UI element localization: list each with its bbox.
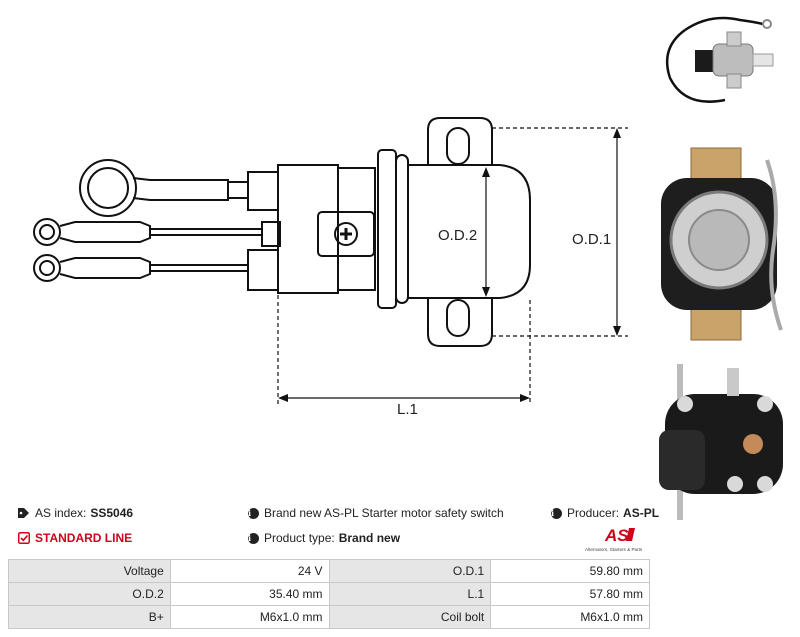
technical-drawing: O.D.1 O.D.2 L.1	[33, 117, 628, 418]
dim-od1-label: O.D.1	[572, 231, 611, 248]
spec-value: 35.40 mm	[169, 582, 330, 606]
producer-row: i Producer: AS-PL	[551, 506, 659, 520]
brand-logo: AS Alternators, Starters & Parts	[585, 526, 643, 552]
spec-value: 57.80 mm	[490, 582, 650, 606]
product-type-label: Product type:	[264, 531, 335, 545]
spec-label: O.D.2	[8, 582, 171, 606]
spec-value: M6x1.0 mm	[490, 605, 650, 629]
checkbox-icon	[18, 532, 30, 544]
logo-tagline: Alternators, Starters & Parts	[585, 547, 643, 552]
standard-line-row: STANDARD LINE	[18, 531, 132, 545]
spec-value: 24 V	[169, 559, 330, 583]
product-type-value: Brand new	[338, 531, 401, 545]
spec-label: Coil bolt	[328, 605, 492, 629]
dim-l1-label: L.1	[397, 401, 418, 418]
spec-label: L.1	[328, 582, 492, 606]
table-row: Voltage 24 V O.D.1 59.80 mm	[8, 559, 650, 583]
product-photo-front	[661, 147, 783, 341]
product-description: Brand new AS-PL Starter motor safety swi…	[264, 506, 504, 520]
logo-mark: AS	[604, 526, 629, 545]
spec-value: M6x1.0 mm	[169, 605, 330, 629]
dim-od2-label: O.D.2	[438, 227, 477, 244]
product-type-row: i Product type: Brand new	[248, 531, 400, 545]
info-icon: i	[248, 532, 259, 544]
product-photo-terminals	[659, 364, 783, 520]
spec-value: 59.80 mm	[490, 559, 650, 583]
tag-icon	[18, 508, 29, 518]
producer-value: AS-PL	[623, 506, 660, 520]
table-row: O.D.2 35.40 mm L.1 57.80 mm	[8, 582, 650, 606]
spec-label: B+	[8, 605, 171, 629]
info-icon: i	[551, 507, 562, 519]
as-index-row: AS index: SS5046	[18, 506, 133, 520]
as-index-label: AS index:	[35, 506, 87, 520]
info-icon: i	[248, 507, 259, 519]
description-row: i Brand new AS-PL Starter motor safety s…	[248, 506, 504, 520]
spec-label: Voltage	[8, 559, 171, 583]
producer-label: Producer:	[567, 506, 620, 520]
as-index-value: SS5046	[90, 506, 134, 520]
table-row: B+ M6x1.0 mm Coil bolt M6x1.0 mm	[8, 605, 650, 629]
spec-table: Voltage 24 V O.D.1 59.80 mm O.D.2 35.40 …	[8, 559, 650, 629]
standard-line-label: STANDARD LINE	[35, 531, 133, 545]
spec-label: O.D.1	[328, 559, 492, 583]
product-photo-cables	[665, 16, 774, 103]
